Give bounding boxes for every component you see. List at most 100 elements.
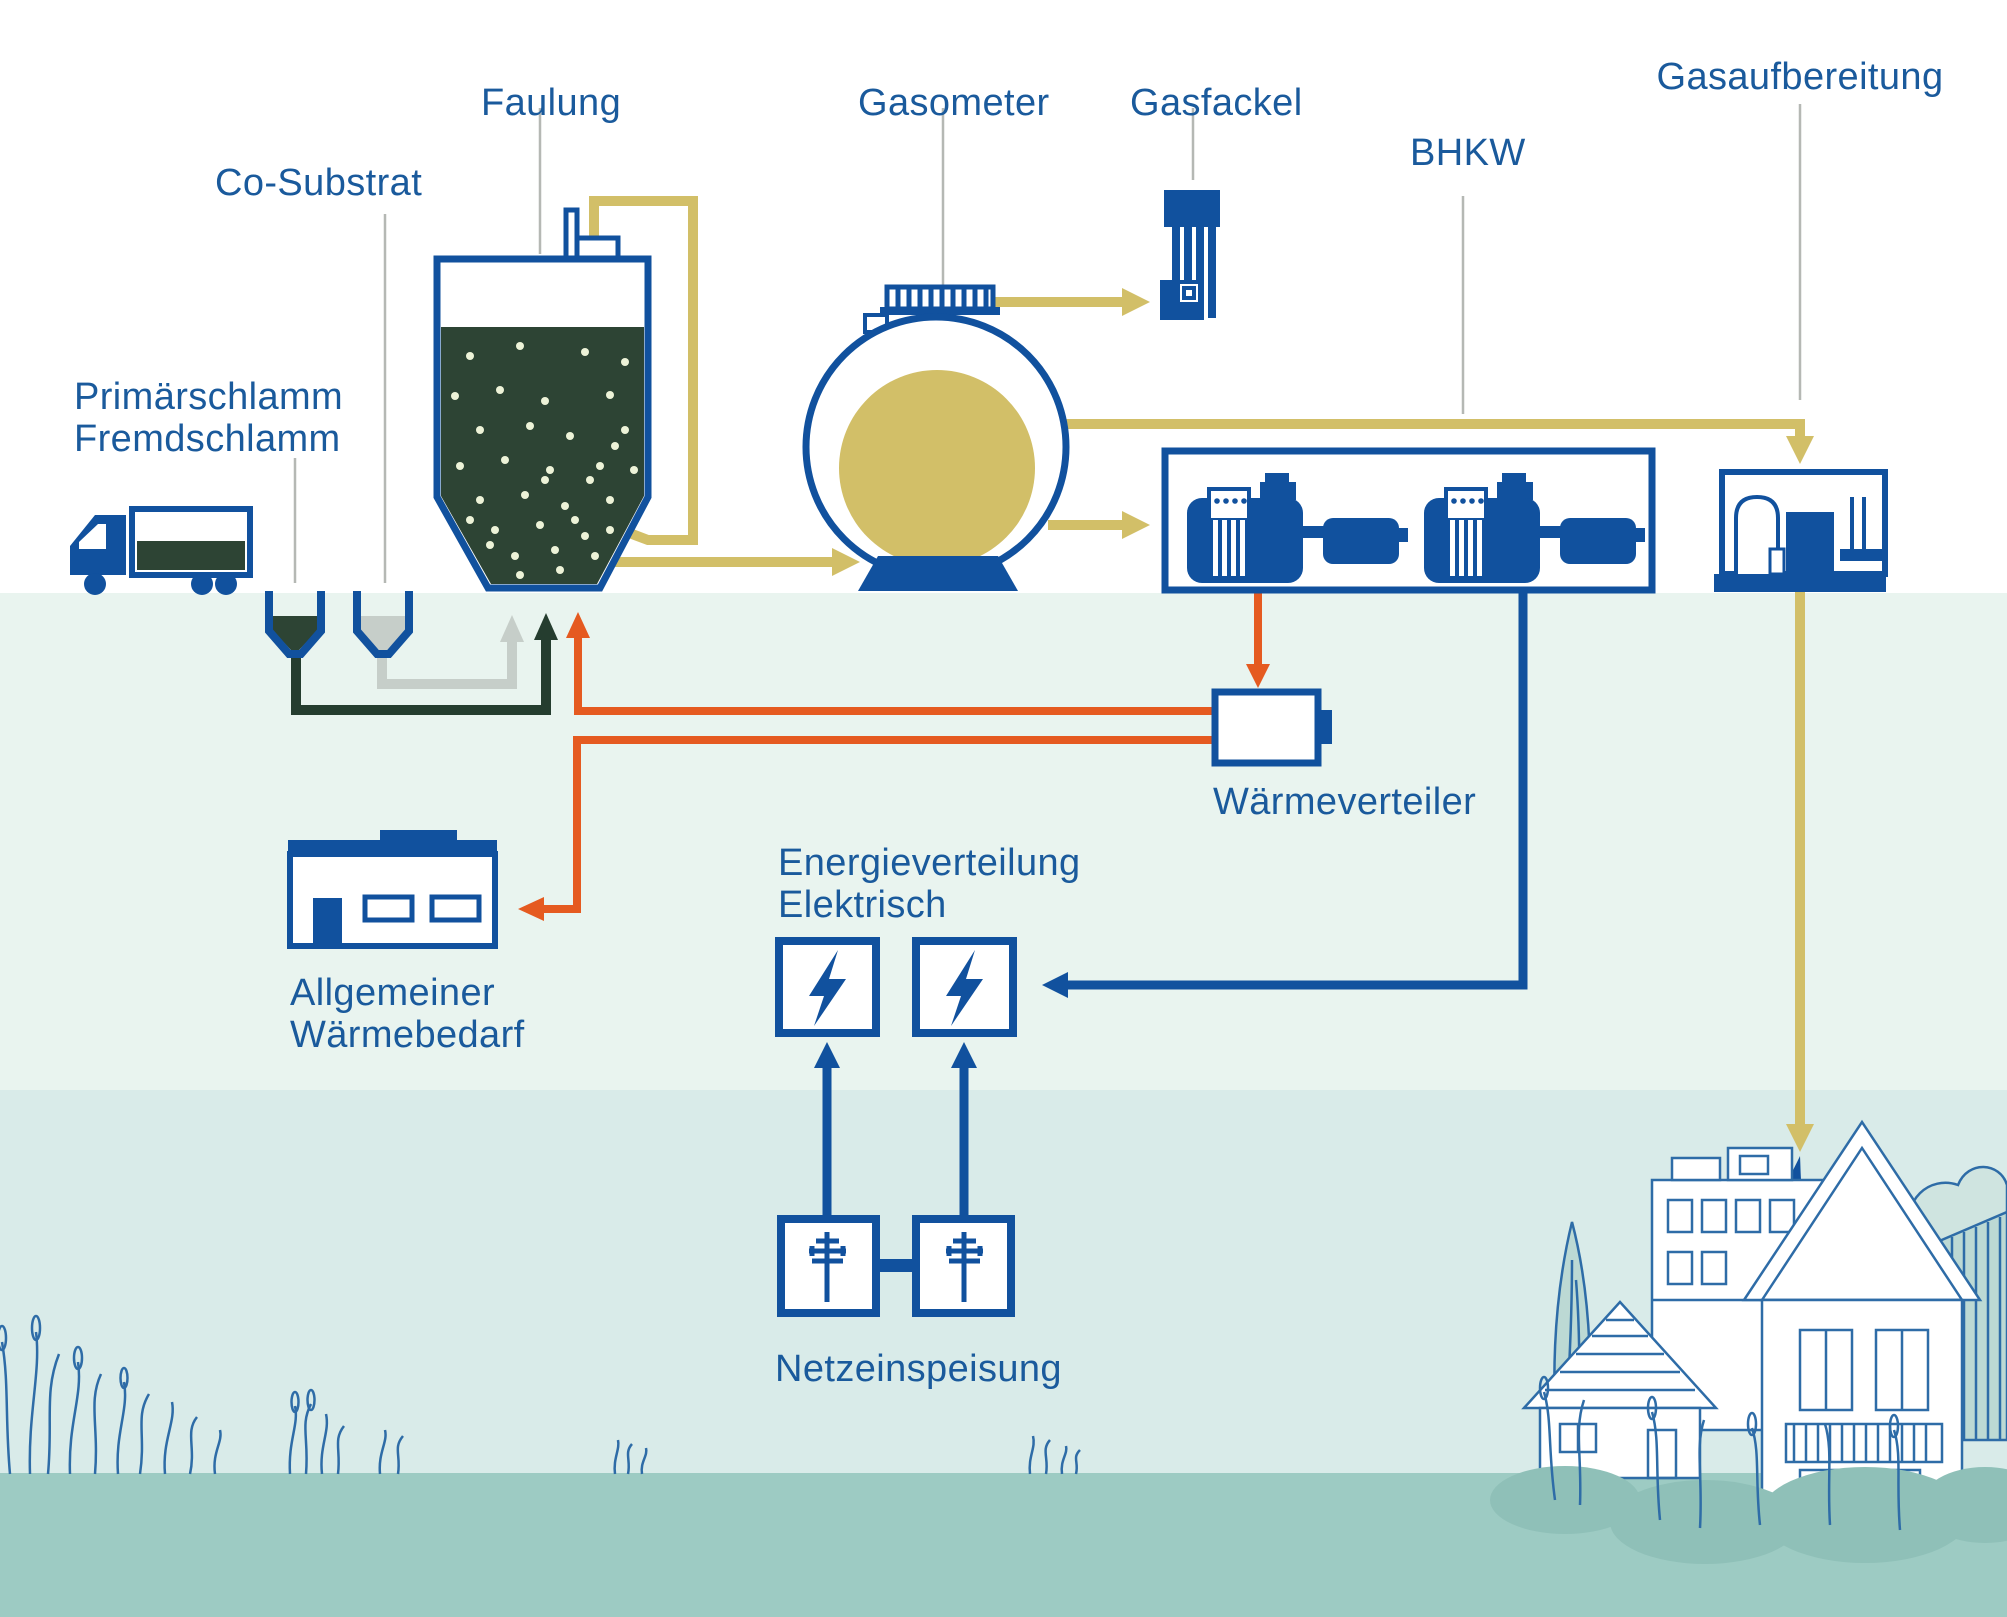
midrise-window <box>1666 1198 1694 1234</box>
gasometer-base <box>858 556 1018 591</box>
grass-small-tufts <box>613 1435 1081 1475</box>
label-allgemeiner: Allgemeiner <box>290 972 496 1014</box>
digester-tank-icon <box>433 207 652 592</box>
upgrading-block <box>1786 512 1834 574</box>
lightning-bolt-2 <box>946 950 983 1026</box>
label-faulung: Faulung <box>481 82 622 124</box>
grass-left-cluster <box>0 1314 222 1475</box>
big-house-balusters <box>1792 1424 1928 1462</box>
arrow-gas-into-flare <box>1122 288 1150 316</box>
engine-generator-icon <box>1161 447 1656 594</box>
lightning-icon <box>775 937 1017 1037</box>
lightning-bolt-1 <box>809 950 846 1026</box>
pipe-gasometer-to-upgrading <box>1062 419 1805 438</box>
label-bhkw: BHKW <box>1410 132 1526 174</box>
factory-building-icon <box>287 830 498 949</box>
gasometer-railing-base <box>880 307 1000 315</box>
upgrading-step <box>1768 547 1786 576</box>
pipe-substrate <box>377 642 517 689</box>
flare-window <box>1182 286 1196 300</box>
truck-wheel <box>191 573 213 595</box>
grid-box-connector <box>880 1259 914 1272</box>
arrow-gas-into-upgrading <box>1786 436 1814 464</box>
heat-distributor-tab <box>1318 710 1332 744</box>
grass-mid-tuft <box>288 1388 404 1475</box>
small-house-door <box>1646 1428 1678 1480</box>
flare-cap <box>1164 190 1220 227</box>
label-waermebedarf: Wärmebedarf <box>290 1014 525 1056</box>
arrow-heat-into-heatbox <box>1246 664 1270 688</box>
heat-box-icon <box>1211 688 1332 767</box>
label-gasaufbereitung: Gasaufbereitung <box>1656 56 1944 98</box>
label-leader-lines <box>293 104 1802 583</box>
heat-pipes <box>544 590 1262 913</box>
pole-glyph-1 <box>809 1232 846 1302</box>
truck-windshield <box>79 524 106 549</box>
label-primaerschlamm: Primärschlamm <box>74 376 344 418</box>
upgrading-shelf <box>1840 549 1882 561</box>
distribution-box-1 <box>775 937 880 1037</box>
electricity-arrowheads <box>814 972 1068 1068</box>
building-window <box>362 894 415 923</box>
midrise-rooftop-1 <box>1670 1156 1722 1182</box>
hopper-substrate-fill <box>361 616 405 650</box>
feed-pipes <box>291 613 558 715</box>
building-window <box>429 894 482 923</box>
midrise-window <box>1768 1198 1796 1234</box>
arrow-heat-into-building <box>518 897 544 921</box>
hopper-substrate-outline <box>353 591 413 658</box>
gas-arrowheads <box>832 288 1814 1152</box>
hopper-gray-icon <box>353 591 413 658</box>
label-gasfackel: Gasfackel <box>1130 82 1303 124</box>
label-energieverteilung: Energieverteilung <box>778 842 1081 884</box>
bush <box>1920 1467 2007 1543</box>
arrow-gas-into-gasometer <box>832 548 860 576</box>
arrow-gas-into-flame <box>1786 1124 1814 1152</box>
truck-wheel <box>84 573 106 595</box>
heat-arrowheads <box>518 612 1270 921</box>
pipe-heatbox-to-digester <box>574 637 1215 715</box>
building-roof <box>288 840 497 854</box>
label-elektrisch: Elektrisch <box>778 884 947 926</box>
midrise-window <box>1700 1198 1728 1234</box>
upgrading-dome <box>1734 494 1780 574</box>
arrow-heat-into-digester <box>566 612 590 638</box>
bushes <box>1490 1375 2007 1564</box>
gasometer-gas-fill <box>839 370 1035 566</box>
bush <box>1490 1466 1640 1534</box>
truck-trailer-load <box>137 541 245 570</box>
hopper-dark-icon <box>265 591 325 658</box>
midrise-window <box>1734 1198 1762 1234</box>
label-waermeverteiler: Wärmeverteiler <box>1213 781 1477 823</box>
power-pole-icon <box>777 1215 1015 1317</box>
big-house-balcony <box>1784 1422 1944 1464</box>
building-roof-top <box>380 830 457 842</box>
truck-wheel <box>215 573 237 595</box>
houses-sketch <box>1521 1119 2007 1510</box>
bush <box>1760 1467 1970 1563</box>
arrow-grid-up-2 <box>951 1042 977 1068</box>
small-house-body <box>1538 1406 1702 1480</box>
label-fremdschlamm: Fremdschlamm <box>74 418 341 460</box>
flare-pipe <box>1196 227 1204 280</box>
hopper-sludge-fill <box>273 616 317 650</box>
small-house-roof-hatch <box>1545 1318 1695 1392</box>
building-door <box>313 898 342 943</box>
electricity-lines <box>822 590 1528 1215</box>
meadow-plants <box>1538 1375 1902 1531</box>
gas-pipes <box>589 196 1805 1126</box>
flare-pipe <box>1184 227 1192 280</box>
flare-pipe-long <box>1208 227 1216 318</box>
arrow-grid-up-1 <box>814 1042 840 1068</box>
upgrading-base <box>1714 574 1886 592</box>
plant-icon <box>1714 469 1888 592</box>
pole-glyph-2 <box>946 1232 983 1302</box>
arrow-gas-into-bhkw <box>1122 511 1150 539</box>
arrow-elec-into-distribution <box>1042 972 1068 998</box>
label-netzeinspeisung: Netzeinspeisung <box>775 1348 1062 1390</box>
heat-distributor-box <box>1211 688 1322 767</box>
arrow-sludge-into-digester <box>534 613 558 640</box>
midrise-window <box>1666 1250 1694 1286</box>
arrow-substrate-into-digester <box>500 615 524 642</box>
